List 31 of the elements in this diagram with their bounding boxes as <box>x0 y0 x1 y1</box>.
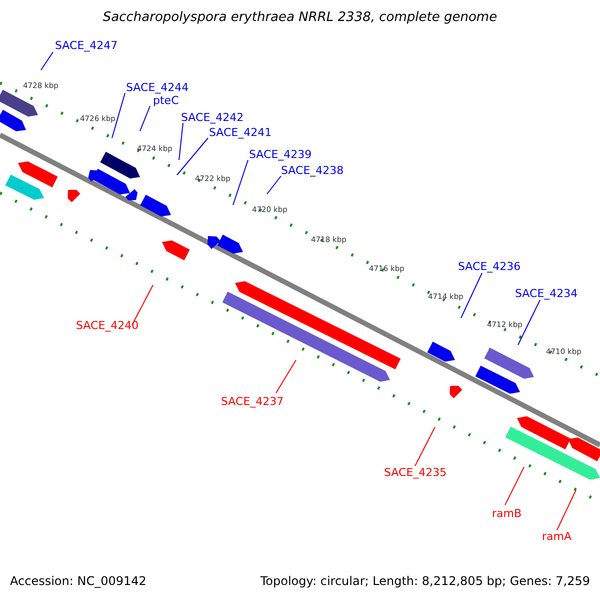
gene-label: ramB <box>492 508 522 519</box>
gene-label: SACE_4240 <box>76 320 139 331</box>
leader-line <box>140 106 150 132</box>
leader-line <box>460 272 482 318</box>
gene-label: SACE_4236 <box>458 261 521 272</box>
gene-label: SACE_4235 <box>384 467 447 478</box>
gene-label: SACE_4241 <box>209 127 272 138</box>
gene-label: SACE_4238 <box>281 165 344 176</box>
leader-line <box>504 466 524 506</box>
leader-line <box>176 138 208 176</box>
gene-label: SACE_4234 <box>515 288 578 299</box>
leader-line <box>112 92 126 138</box>
leader-line <box>178 122 184 160</box>
leader-line <box>132 284 154 326</box>
gene-label: SACE_4244 <box>126 82 189 93</box>
gene-label: SACE_4247 <box>55 40 118 51</box>
footer-text: Accession: NC_009142 <box>10 575 146 587</box>
gene-label: SACE_4239 <box>249 149 312 160</box>
gene-label: ramA <box>542 531 572 542</box>
gene-label: pteC <box>153 95 179 106</box>
footer-text: Topology: circular; Length: 8,212,805 bp; Genes: 7,259 <box>260 575 590 587</box>
leader-line <box>518 300 540 346</box>
leader-line <box>266 176 282 194</box>
gene-label: SACE_4237 <box>221 396 284 407</box>
title: Saccharopolyspora erythraea NRRL 2338, complete genome <box>102 11 498 24</box>
leader-line <box>556 490 576 530</box>
leader-line <box>232 160 248 206</box>
leader-line <box>414 426 436 466</box>
leader-line <box>276 360 296 394</box>
gene-label: SACE_4242 <box>181 112 244 123</box>
leader-line <box>40 52 54 70</box>
